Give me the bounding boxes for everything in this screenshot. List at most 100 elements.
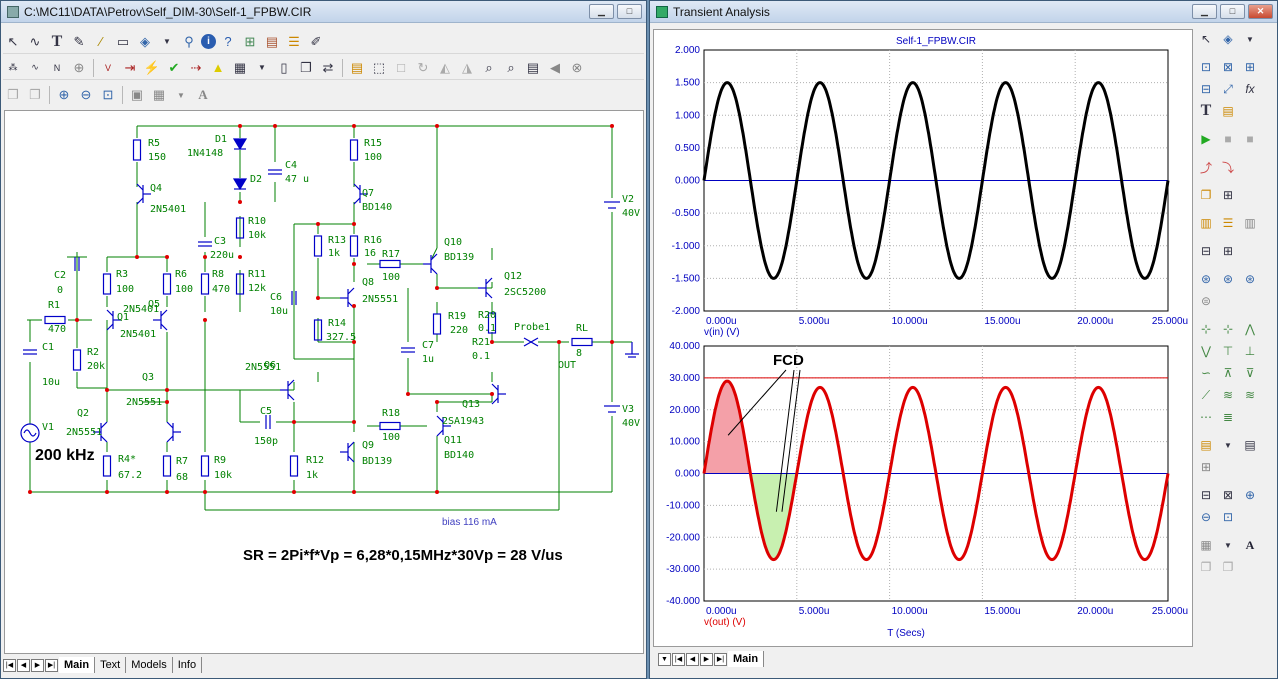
legend-icon[interactable]: ⊜ <box>1200 294 1212 308</box>
notes-icon[interactable]: ▤ <box>1244 438 1256 452</box>
range-icon[interactable]: ⊟ <box>1200 488 1212 502</box>
maximize-button[interactable]: □ <box>617 4 642 19</box>
high-icon[interactable]: ⊤ <box>1222 344 1234 358</box>
print-icon[interactable]: ▣ <box>130 87 144 102</box>
current-icon[interactable]: ⇥ <box>124 59 136 75</box>
flip-icon[interactable]: ◮ <box>462 59 472 75</box>
brush-icon[interactable]: ⁄ <box>99 34 103 49</box>
pen-icon[interactable]: ✎ <box>73 33 85 49</box>
zoom-extent-icon[interactable]: ⊡ <box>1222 510 1234 524</box>
label-icon[interactable]: ▤ <box>1200 438 1212 452</box>
table-icon[interactable]: ▥ <box>1200 216 1212 230</box>
node-numbers-icon[interactable]: ⁂ <box>8 62 18 72</box>
global-high-icon[interactable]: ⊼ <box>1223 366 1233 380</box>
page-flip-icon[interactable]: ⇄ <box>322 59 334 75</box>
font-icon[interactable]: A <box>198 87 208 102</box>
zoom-in-icon[interactable]: ⊕ <box>58 87 70 102</box>
dropdown-arrow-icon[interactable]: ▼ <box>1224 540 1232 550</box>
global-low-icon[interactable]: ⊽ <box>1245 366 1255 380</box>
dropdown-arrow-icon[interactable]: ▼ <box>163 37 171 46</box>
page-icon[interactable]: ▯ <box>280 59 288 75</box>
dropdown-arrow-icon[interactable]: ▼ <box>258 63 266 72</box>
rotate-icon[interactable]: ↻ <box>417 59 429 75</box>
text-tool-icon[interactable]: T <box>1200 102 1212 119</box>
font-icon[interactable]: A <box>1245 537 1255 552</box>
info-icon[interactable]: i <box>201 34 216 49</box>
scale-icon[interactable]: ⊡ <box>1200 60 1212 74</box>
zoom-fit-icon[interactable]: ⊡ <box>102 87 114 102</box>
last-page-button[interactable]: ▶| <box>45 658 58 672</box>
edit-icon[interactable]: ✐ <box>310 33 322 49</box>
tab-models[interactable]: Models <box>126 657 173 673</box>
pin-icon[interactable]: ⊕ <box>73 59 85 75</box>
peak-icon[interactable]: ⤴ <box>1199 160 1212 175</box>
cursor-icon[interactable]: ⤢ <box>1223 81 1233 96</box>
dropdown-button[interactable]: ▼ <box>658 652 671 666</box>
grid-menu-icon[interactable]: ▦ <box>1200 538 1212 552</box>
back-circle-icon[interactable]: ◀ <box>550 59 560 75</box>
range-fit-icon[interactable]: ⊠ <box>1222 488 1234 502</box>
condition-icon[interactable]: ✔ <box>168 59 180 75</box>
tab-main[interactable]: Main <box>59 657 96 673</box>
zoom-out-icon[interactable]: ⊖ <box>80 87 92 102</box>
rect-icon[interactable]: □ <box>397 60 405 75</box>
node-names-icon[interactable]: N <box>53 62 61 73</box>
function-icon[interactable]: fx <box>1245 82 1255 96</box>
calc-icon[interactable]: ⊞ <box>1200 460 1212 474</box>
zoom-x-icon[interactable]: ⊛ <box>1200 272 1212 286</box>
close-button[interactable]: ✕ <box>1248 4 1273 19</box>
select-arrow-icon[interactable]: ↖ <box>7 33 19 49</box>
prev-page-button[interactable]: ◀ <box>686 652 699 666</box>
transient-titlebar[interactable]: Transient Analysis ▁ □ ✕ <box>650 1 1277 23</box>
run-icon[interactable]: ▶ <box>1201 132 1211 146</box>
properties-icon[interactable]: ▤ <box>1222 104 1234 118</box>
minimize-button[interactable]: ▁ <box>1192 4 1217 19</box>
inflection-icon[interactable]: ∽ <box>1200 366 1212 380</box>
split-icon[interactable]: ⊟ <box>1200 244 1212 258</box>
zoom-out-icon[interactable]: ⊖ <box>1200 510 1212 524</box>
find-icon[interactable]: ⌕ <box>485 59 493 75</box>
list-icon[interactable]: ☰ <box>288 33 300 49</box>
copy-icon[interactable]: ❐ <box>1200 188 1212 202</box>
help-icon[interactable]: ? <box>224 34 232 49</box>
dropdown-arrow-icon[interactable]: ▼ <box>177 90 185 100</box>
first-page-button[interactable]: |◀ <box>672 652 685 666</box>
first-page-button[interactable]: |◀ <box>3 658 16 672</box>
dropdown-arrow-icon[interactable]: ▼ <box>1224 440 1232 450</box>
zoom-in-icon[interactable]: ⊕ <box>1244 488 1256 502</box>
dropdown-arrow-icon[interactable]: ▼ <box>1246 34 1254 44</box>
valley-find-icon[interactable]: ⋁ <box>1201 344 1211 358</box>
select-arrow-icon[interactable]: ↖ <box>1200 32 1212 46</box>
slope-icon[interactable]: ⟋ <box>1201 387 1211 402</box>
node-voltages-icon[interactable]: ∿ <box>31 62 39 72</box>
tab-main[interactable]: Main <box>728 651 765 667</box>
power-icon[interactable]: ⚡ <box>143 59 161 75</box>
tile-icon[interactable]: ⊞ <box>1222 188 1234 202</box>
zoom-y-icon[interactable]: ⊛ <box>1222 272 1234 286</box>
tab-info[interactable]: Info <box>173 657 203 673</box>
tab-text[interactable]: Text <box>95 657 127 673</box>
trace-icon[interactable]: ≋ <box>1222 388 1234 402</box>
properties-icon[interactable]: ▤ <box>350 59 364 75</box>
paste-icon[interactable]: ❐ <box>29 87 41 102</box>
next-page-button[interactable]: ▶ <box>700 652 713 666</box>
voltage-icon[interactable]: V <box>104 62 111 73</box>
list-icon[interactable]: ☰ <box>1222 216 1234 230</box>
page-copy-icon[interactable]: ❐ <box>300 59 312 75</box>
copy-icon[interactable]: ❐ <box>7 87 19 102</box>
text-tool-icon[interactable]: T <box>51 32 63 50</box>
cursor-right-icon[interactable]: ⊹ <box>1222 322 1234 336</box>
list-icon[interactable]: ▤ <box>526 59 540 75</box>
low-icon[interactable]: ⊥ <box>1244 344 1256 358</box>
region-icon[interactable]: ⬚ <box>372 59 386 75</box>
shapes-icon[interactable]: ◈ <box>1223 32 1233 46</box>
component-icon[interactable]: ▭ <box>116 33 130 49</box>
peak-find-icon[interactable]: ⋀ <box>1245 322 1255 336</box>
auto-scale-icon[interactable]: ⊠ <box>1222 60 1234 74</box>
find-next-icon[interactable]: ⌕ <box>507 59 515 75</box>
maximize-button[interactable]: □ <box>1220 4 1245 19</box>
prev-page-button[interactable]: ◀ <box>17 658 30 672</box>
next-page-button[interactable]: ▶ <box>31 658 44 672</box>
shapes-icon[interactable]: ◈ <box>140 33 150 49</box>
